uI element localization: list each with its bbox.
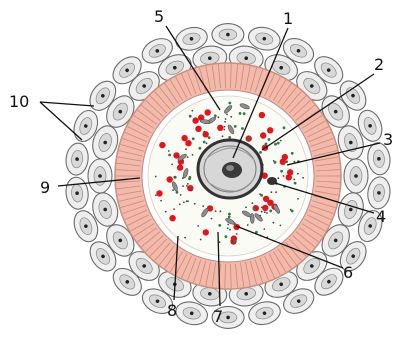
follicle-cell [64, 142, 90, 176]
follicle-cell [344, 159, 368, 193]
label-8: 8 [167, 301, 177, 320]
label-7: 7 [213, 307, 223, 326]
label-10: 10 [9, 92, 29, 111]
label-5: 5 [154, 7, 164, 26]
label-6: 6 [343, 263, 353, 282]
leader-line-10a [40, 102, 94, 106]
follicle-cell [212, 24, 244, 46]
follicle-cell [64, 176, 90, 210]
label-3: 3 [383, 130, 393, 149]
label-2: 2 [374, 55, 384, 74]
nucleolus-highlight [226, 165, 234, 171]
label-4: 4 [376, 207, 386, 226]
follicle-cell [366, 176, 392, 210]
follicle-cell [88, 159, 112, 193]
label-9: 9 [40, 178, 50, 197]
label-1: 1 [283, 9, 293, 28]
